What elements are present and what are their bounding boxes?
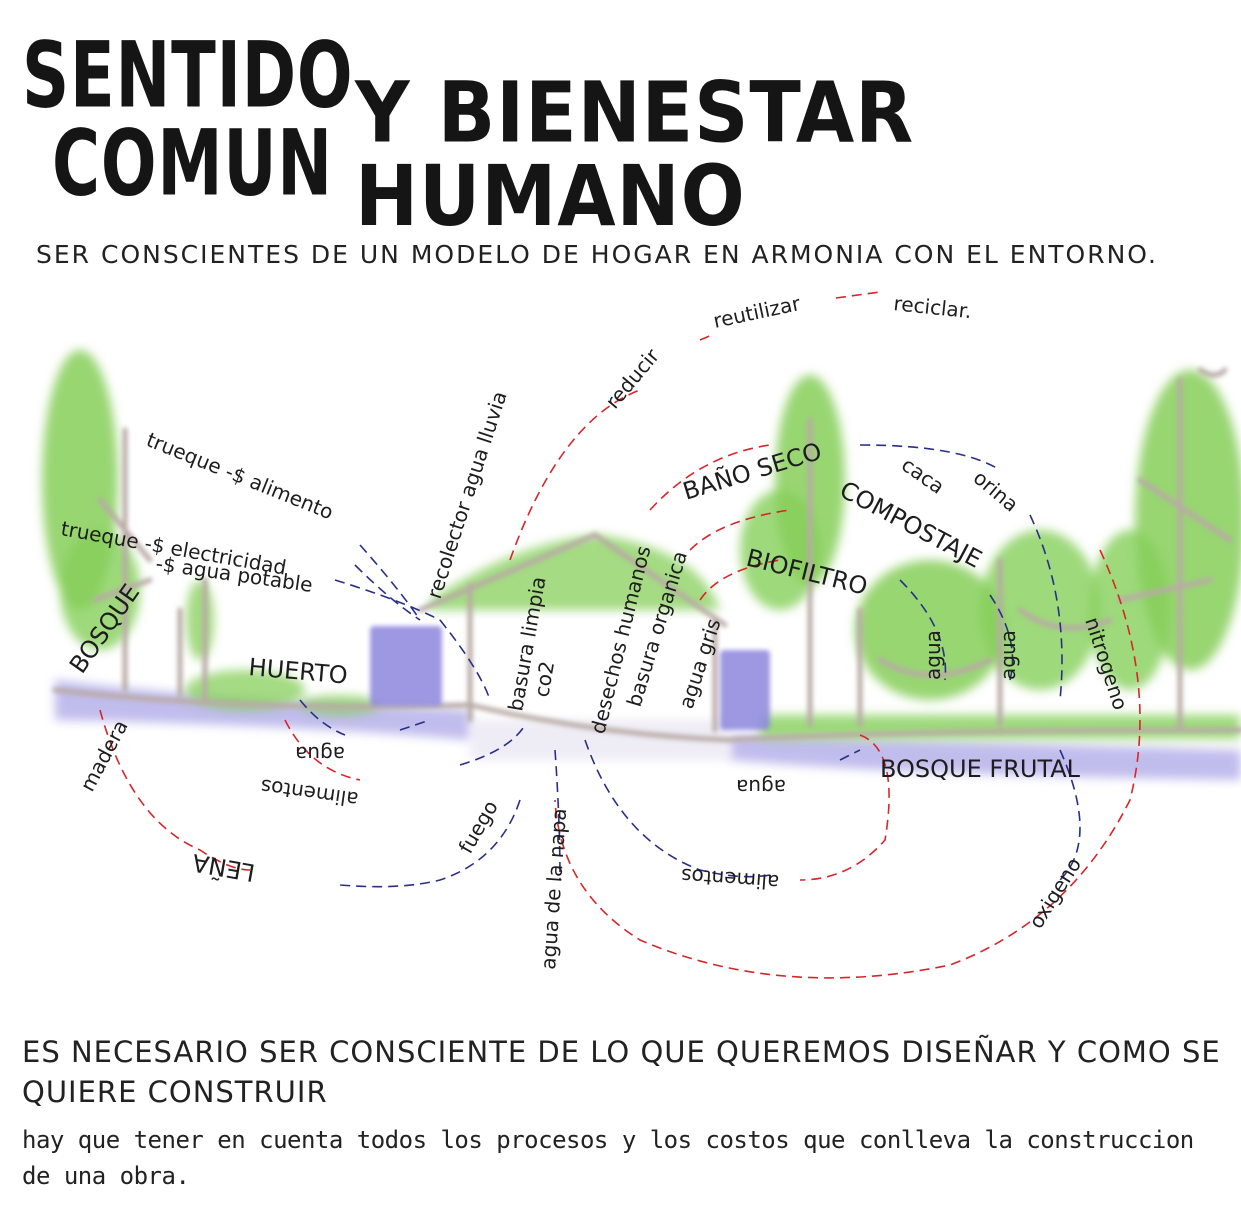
label-co2: co2 xyxy=(529,659,559,699)
title-sentido: SENTIDO xyxy=(22,22,354,129)
label-madera: madera xyxy=(75,716,132,795)
vegetation xyxy=(42,350,1241,739)
label-bosque-frutal: BOSQUE FRUTAL xyxy=(880,755,1081,783)
label-caca: caca xyxy=(897,452,949,498)
red-flow-arcs xyxy=(99,291,1141,979)
blue-flow-arcs xyxy=(299,444,1081,888)
label-fuego: fuego xyxy=(454,796,503,857)
title-bienestar-humano: Y BIENESTAR HUMANO xyxy=(355,64,915,246)
label-agua-compostaje: agua xyxy=(996,630,1020,680)
title-comun: COMUN xyxy=(52,110,333,217)
label-reducir: reducir xyxy=(600,343,664,413)
water-tanks xyxy=(370,626,770,730)
label-alimentos-right: alimentos xyxy=(680,864,780,895)
subtitle: SER CONSCIENTES DE UN MODELO DE HOGAR EN… xyxy=(36,240,1158,269)
label-trueque-alimento: trueque -$ alimento xyxy=(143,427,337,524)
eco-house-diagram: reducir reutilizar reciclar. trueque -$ … xyxy=(42,291,1241,979)
label-agua-huerto: agua xyxy=(295,742,345,766)
label-orina: orina xyxy=(969,465,1023,516)
label-lena: LEÑA xyxy=(189,848,257,889)
label-alimentos-left: alimentos xyxy=(259,774,360,811)
label-agua-napa: agua de la napa xyxy=(536,807,571,970)
label-oxigeno: oxigeno xyxy=(1024,853,1086,933)
label-compostaje: COMPOSTAJE xyxy=(835,476,986,574)
note-text: hay que tener en cuenta todos los proces… xyxy=(22,1126,1194,1190)
label-agua-frutal: agua xyxy=(736,775,786,799)
label-reciclar: reciclar. xyxy=(892,291,972,323)
label-agua-gris: agua gris xyxy=(674,616,726,712)
sketch-lines xyxy=(52,367,1241,743)
label-agua-biofiltro: agua xyxy=(921,630,945,680)
label-reutilizar: reutilizar xyxy=(711,291,803,333)
conclusion-text: ES NECESARIO SER CONSCIENTE DE LO QUE QU… xyxy=(22,1035,1221,1109)
